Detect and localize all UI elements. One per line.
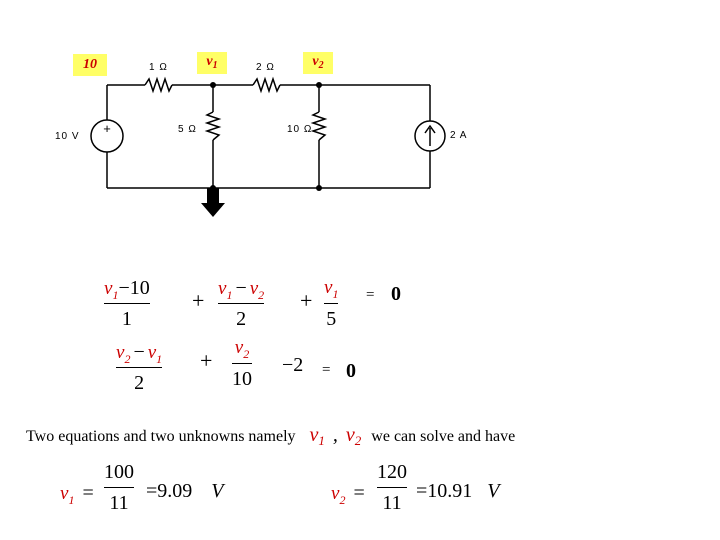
node-label-v1: v1: [197, 52, 227, 74]
label-10-ohm: 10 Ω: [287, 124, 313, 135]
result-v1-value: =9.09 V: [146, 480, 224, 502]
result-v2-value: =10.91 V: [416, 480, 500, 502]
eq1-plus-2: +: [300, 288, 313, 313]
label-2-amp: 2 A: [450, 130, 468, 141]
explanation-tail: we can solve and have: [371, 428, 516, 445]
eq2-equals: =: [322, 362, 331, 378]
eq1-rhs: 0: [391, 283, 401, 305]
eq1-plus-1: +: [192, 288, 205, 313]
result-v1-fraction: 100 11: [104, 461, 134, 514]
current-source-icon: [414, 120, 446, 152]
ground-arrow-icon: [201, 188, 225, 217]
eq2-tail: −2: [282, 354, 304, 376]
result-v2-fraction: 120 11: [377, 461, 407, 514]
voltage-source-icon: [90, 119, 124, 153]
label-2-ohm: 2 Ω: [256, 62, 275, 73]
eq1-term1: v1−10 1: [104, 277, 150, 330]
circuit-diagram: +: [90, 76, 446, 217]
eq2-term2: v2 10: [232, 337, 252, 390]
eq2-rhs: 0: [346, 360, 356, 382]
eq2-term1: v2−v1 2: [116, 341, 163, 394]
node-label-left: 10: [73, 54, 107, 76]
resistor-1-ohm: [144, 76, 173, 94]
eq1-term2: v1−v2 2: [218, 277, 265, 330]
result-v1-lhs: v1 =: [60, 482, 94, 507]
eq1-term3: v1 5: [324, 277, 339, 330]
resistor-2-ohm: [252, 76, 281, 94]
result-v2-lhs: v2 =: [331, 482, 365, 507]
node-v1: [210, 82, 216, 88]
resistor-10-ohm: [310, 111, 328, 141]
current-arrow-icon: [424, 124, 436, 146]
eq2-plus: +: [200, 348, 213, 373]
label-5-ohm: 5 Ω: [178, 124, 197, 135]
node-bottom-right: [316, 185, 322, 191]
explanation-text: Two equations and two unknowns namely: [26, 428, 296, 445]
eq1-equals: =: [366, 287, 375, 303]
voltage-source-plus: +: [103, 121, 111, 136]
node-v2: [316, 82, 322, 88]
node-label-v2: v2: [303, 52, 333, 74]
explanation-line: Two equations and two unknowns namely v1…: [26, 424, 516, 448]
label-1-ohm: 1 Ω: [149, 62, 168, 73]
label-10-volt: 10 V: [55, 131, 80, 142]
resistor-5-ohm: [204, 111, 222, 141]
